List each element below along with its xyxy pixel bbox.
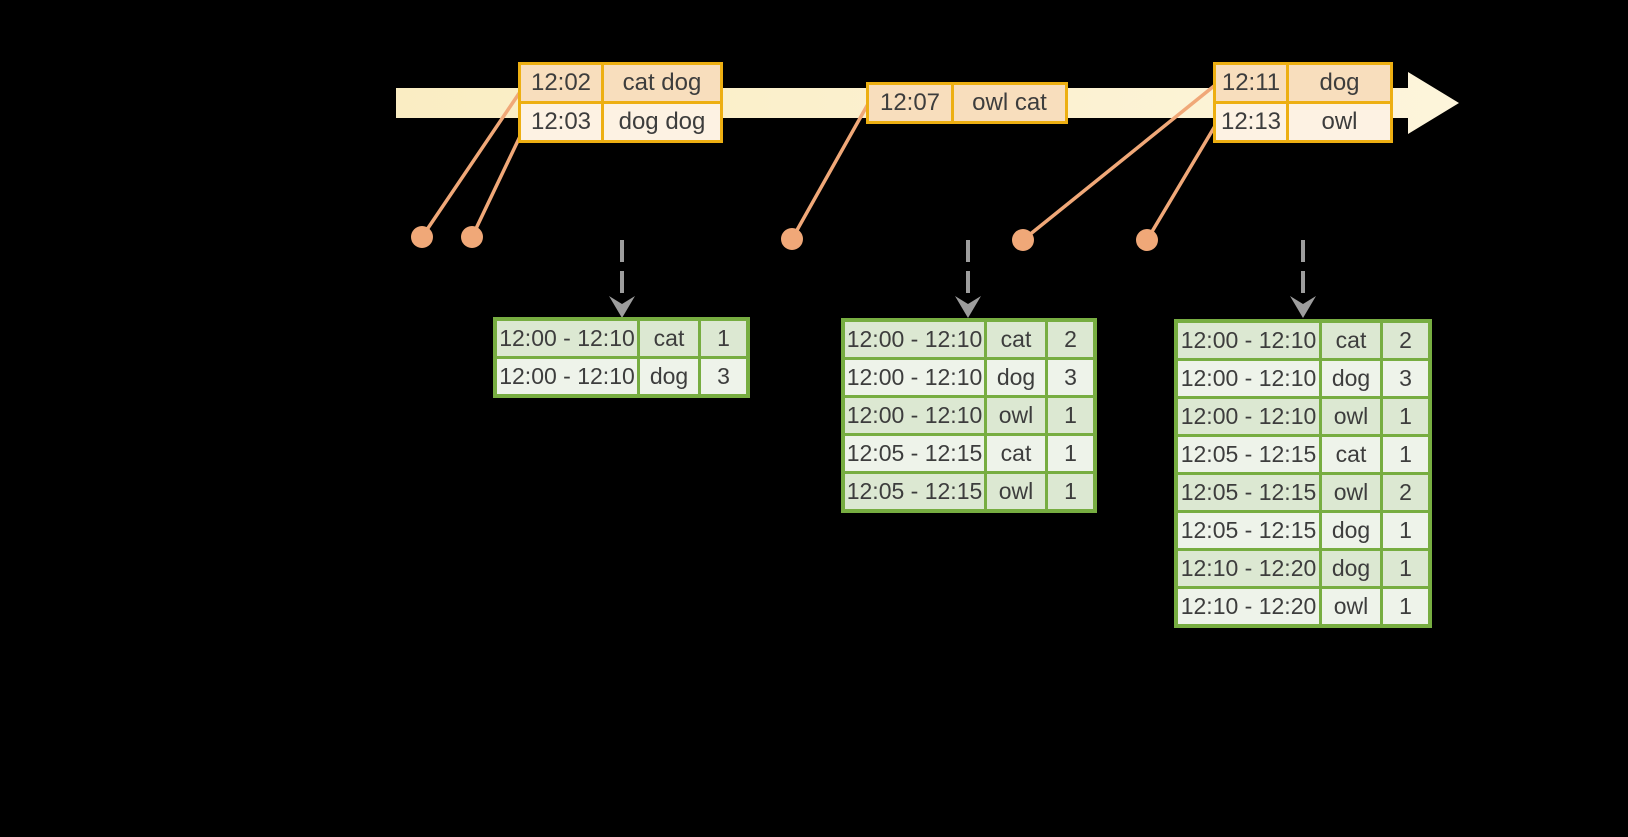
table-cell: dog dog [604,104,720,140]
table-cell: dog [1322,551,1380,586]
table-cell: dog [1322,361,1380,396]
table-cell: 12:10 - 12:20 [1178,551,1319,586]
table-cell: 1 [701,321,746,356]
table-cell: 12:00 - 12:10 [1178,323,1319,358]
table-cell: 12:00 - 12:10 [845,398,984,433]
table-cell: cat [1322,437,1380,472]
connector-line-5 [1145,124,1217,242]
table-cell: 12:00 - 12:10 [845,322,984,357]
event-dot-3 [781,228,803,250]
table-cell: dog [987,360,1045,395]
table-cell: 12:00 - 12:10 [845,360,984,395]
table-cell: 12:05 - 12:15 [1178,475,1319,510]
connector-line-3 [790,102,870,241]
table-cell: 3 [1048,360,1093,395]
table-cell: 1 [1048,436,1093,471]
table-cell: owl [1322,589,1380,624]
table-cell: cat [640,321,698,356]
connector-line-1 [420,90,522,239]
table-cell: 12:13 [1216,104,1286,140]
table-cell: 1 [1383,589,1428,624]
table-cell: 12:05 - 12:15 [1178,513,1319,548]
table-cell: 12:03 [521,104,601,140]
event-dot-4 [1012,229,1034,251]
table-cell: owl [1289,104,1390,140]
table-cell: 12:10 - 12:20 [1178,589,1319,624]
table-cell: 1 [1383,437,1428,472]
event-dot-2 [461,226,483,248]
table-cell: 3 [1383,361,1428,396]
table-cell: owl [1322,475,1380,510]
connector-line-2 [470,126,526,239]
trigger-arrow-2-head-icon [955,296,981,318]
table-cell: 3 [701,359,746,394]
table-cell: 12:02 [521,65,601,101]
table-cell: 12:05 - 12:15 [1178,437,1319,472]
connector-line-4 [1021,84,1216,242]
table-cell: dog [1322,513,1380,548]
table-cell: owl [987,474,1045,509]
table-cell: 12:11 [1216,65,1286,101]
trigger-arrow-1-head-icon [609,296,635,318]
table-cell: 12:05 - 12:15 [845,436,984,471]
table-cell: dog [1289,65,1390,101]
table-cell: 1 [1383,551,1428,586]
table-cell: 2 [1383,475,1428,510]
table-cell: 1 [1383,399,1428,434]
table-cell: owl cat [954,85,1065,121]
table-cell: owl [1322,399,1380,434]
table-cell: 12:00 - 12:10 [497,359,637,394]
table-cell: cat [987,322,1045,357]
table-cell: 12:00 - 12:10 [497,321,637,356]
table-cell: 1 [1048,474,1093,509]
table-cell: 12:05 - 12:15 [845,474,984,509]
event-dot-5 [1136,229,1158,251]
table-cell: 1 [1048,398,1093,433]
table-cell: cat [1322,323,1380,358]
event-dot-1 [411,226,433,248]
table-cell: 12:07 [869,85,951,121]
trigger-arrow-3-head-icon [1290,296,1316,318]
table-cell: cat dog [604,65,720,101]
table-cell: 1 [1383,513,1428,548]
table-cell: 2 [1383,323,1428,358]
table-cell: 12:00 - 12:10 [1178,361,1319,396]
table-cell: 12:00 - 12:10 [1178,399,1319,434]
table-cell: 2 [1048,322,1093,357]
table-cell: dog [640,359,698,394]
table-cell: cat [987,436,1045,471]
table-cell: owl [987,398,1045,433]
